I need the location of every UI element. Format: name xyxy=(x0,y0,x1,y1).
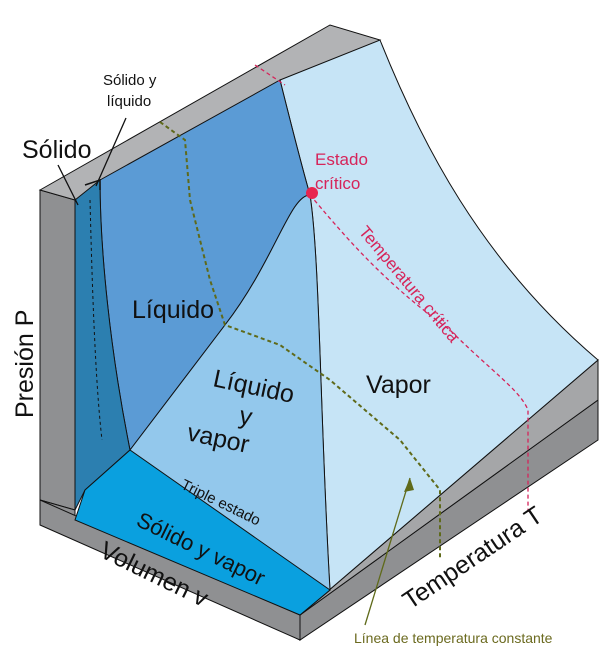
label-solido-y-liquido-1: Sólido y xyxy=(103,72,157,89)
isotherm-pointer xyxy=(364,477,411,626)
label-solido-y-liquido-2: líquido xyxy=(107,93,151,110)
isotherm-arrowhead xyxy=(404,478,414,492)
label-liquido: Líquido xyxy=(132,296,214,324)
axis-label-presion: Presión P xyxy=(11,310,39,418)
label-linea-temperatura-constante: Línea de temperatura constante xyxy=(354,630,553,646)
label-vapor: Vapor xyxy=(366,371,431,399)
critical-point xyxy=(306,187,318,199)
isotherm-line xyxy=(159,121,441,560)
solid-boundary-dashes xyxy=(89,199,103,441)
label-estado-critico-2: crítico xyxy=(315,174,360,193)
label-solido: Sólido xyxy=(22,136,92,164)
critical-isotherm xyxy=(254,64,529,512)
box-left-wall xyxy=(39,189,76,511)
solid-liquid-notch xyxy=(84,178,101,190)
solido-liquido-pointer xyxy=(95,117,127,187)
solid-vapor-region xyxy=(74,449,331,616)
solido-pointer xyxy=(57,164,79,206)
label-estado-critico-1: Estado xyxy=(315,150,368,169)
